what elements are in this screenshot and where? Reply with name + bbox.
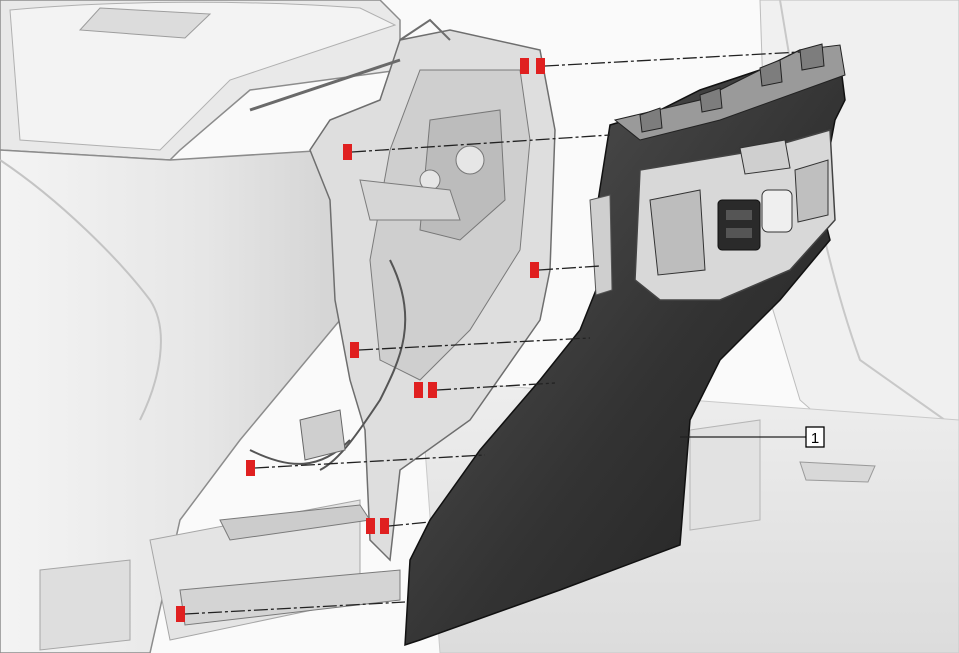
rear-console-trim-panel bbox=[404, 43, 846, 647]
alignment-line bbox=[436, 382, 556, 391]
retaining-clips bbox=[176, 58, 545, 622]
clip-marker bbox=[530, 262, 539, 278]
mounting-bracket bbox=[179, 18, 556, 626]
center-console-body bbox=[0, 0, 401, 653]
callout-box bbox=[805, 426, 825, 448]
clip-marker bbox=[343, 144, 352, 160]
alignment-line bbox=[351, 134, 611, 153]
callout-label: 1 bbox=[811, 430, 819, 447]
alignment-line bbox=[254, 454, 486, 469]
alignment-line bbox=[184, 601, 406, 615]
alignment-line bbox=[388, 521, 431, 527]
clip-marker bbox=[176, 606, 185, 622]
alignment-line bbox=[538, 265, 601, 271]
clip-marker bbox=[428, 382, 437, 398]
clip-marker bbox=[536, 58, 545, 74]
alignment-line bbox=[358, 337, 591, 351]
callout-1: 1 bbox=[680, 426, 825, 448]
clip-marker bbox=[246, 460, 255, 476]
clip-marker bbox=[520, 58, 529, 74]
clip-marker bbox=[366, 518, 375, 534]
alignment-lines bbox=[184, 51, 801, 615]
alignment-line bbox=[544, 51, 801, 67]
clip-marker bbox=[380, 518, 389, 534]
clip-marker bbox=[414, 382, 423, 398]
clip-marker bbox=[350, 342, 359, 358]
